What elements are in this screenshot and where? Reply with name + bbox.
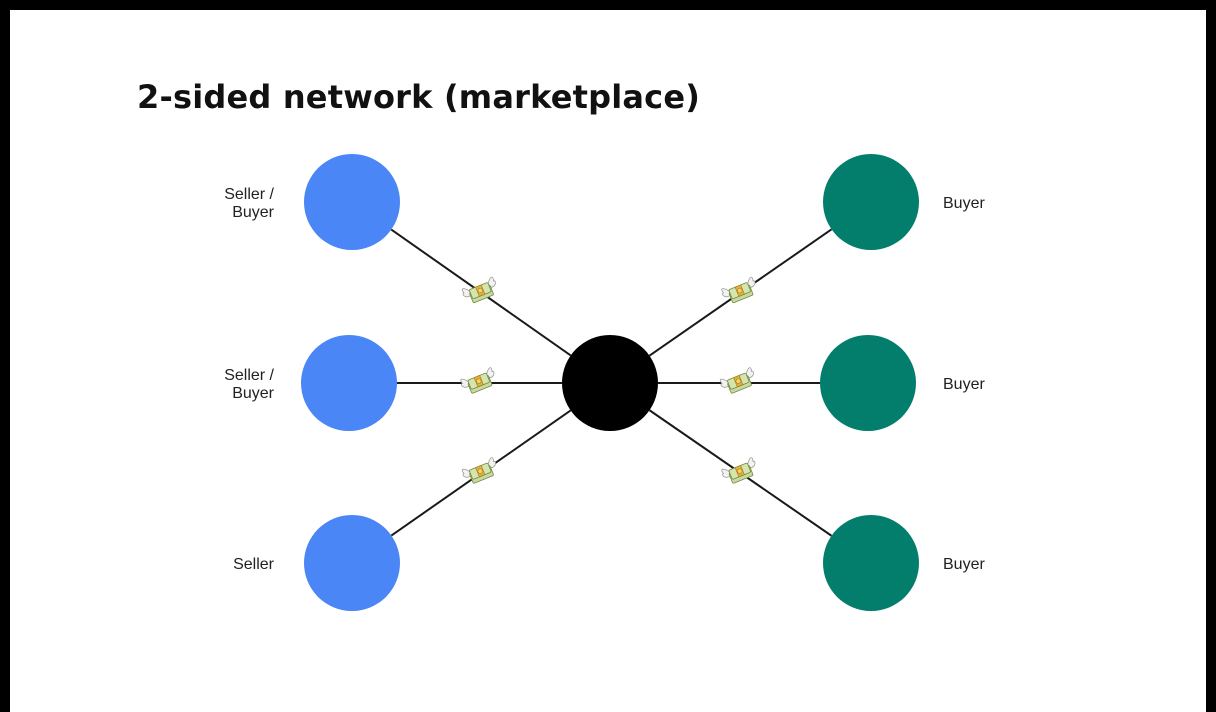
transaction-icons [460, 276, 756, 484]
left-node-label-3: Seller [233, 556, 275, 573]
flying-money-icon-right-3 [721, 457, 756, 484]
diagram-title: 2-sided network (marketplace) [137, 78, 701, 116]
flying-money-icon-left-2 [460, 367, 495, 394]
label-line: Buyer [943, 376, 985, 393]
flying-money-icon-right-2 [719, 367, 754, 394]
seller-node-1 [304, 154, 400, 250]
slide: 2-sided network (marketplace) Seller /Bu… [10, 10, 1206, 712]
buyer-node-3 [823, 515, 919, 611]
flying-money-icon-right-1 [721, 276, 756, 304]
nodes [301, 154, 919, 611]
left-node-label-1: Seller /Buyer [224, 186, 274, 221]
left-node-label-2: Seller /Buyer [224, 367, 274, 402]
right-node-label-1: Buyer [943, 195, 985, 212]
buyer-node-1 [823, 154, 919, 250]
seller-node-3 [304, 515, 400, 611]
buyer-node-2 [820, 335, 916, 431]
right-node-label-3: Buyer [943, 556, 985, 573]
seller-node-2 [301, 335, 397, 431]
label-line: Buyer [943, 556, 985, 573]
marketplace-hub-node [562, 335, 658, 431]
label-line: Buyer [943, 195, 985, 212]
right-node-label-2: Buyer [943, 376, 985, 393]
label-line: Buyer [232, 204, 274, 221]
label-line: Seller / [224, 367, 274, 384]
label-line: Seller / [224, 186, 274, 203]
flying-money-icon-left-1 [461, 276, 496, 304]
label-line: Buyer [232, 385, 274, 402]
label-line: Seller [233, 556, 275, 573]
flying-money-icon-left-3 [461, 457, 496, 484]
